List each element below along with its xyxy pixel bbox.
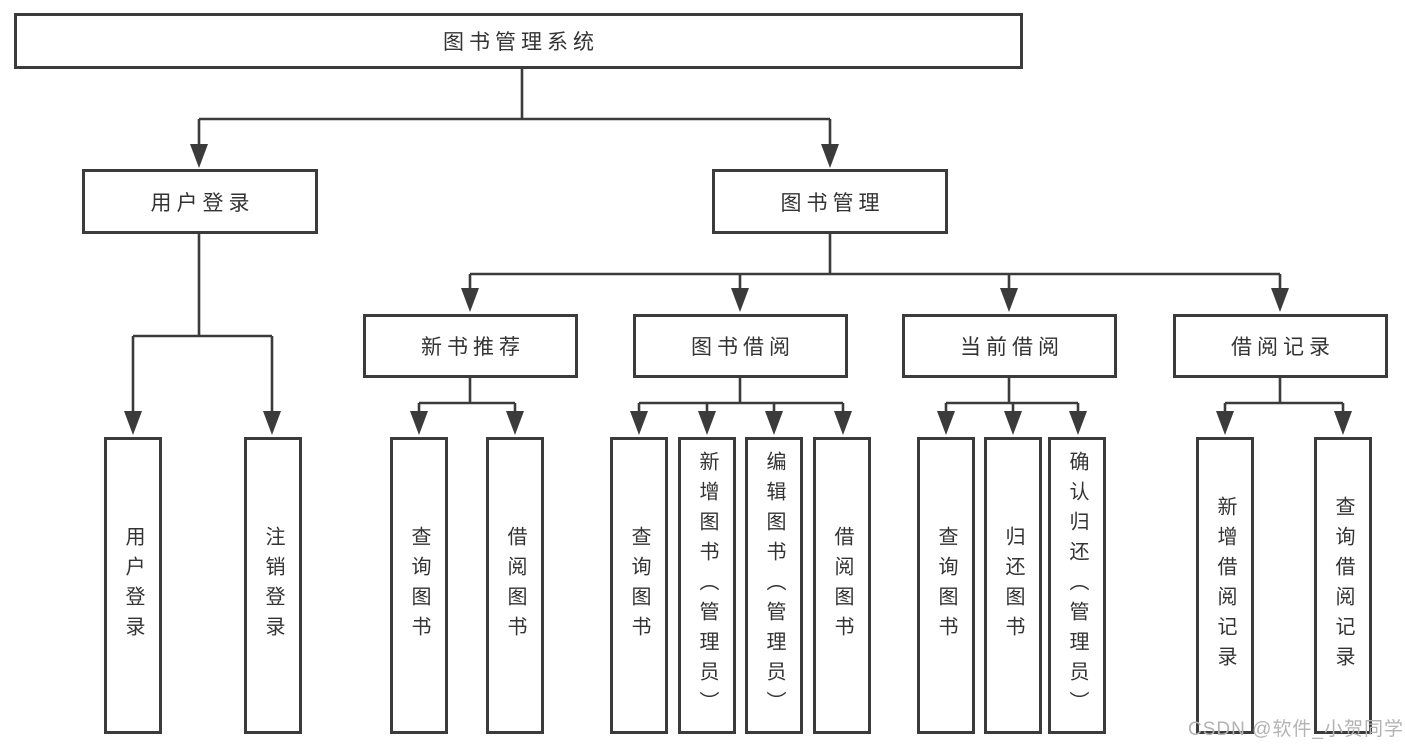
node-new-book-recommend: 新书推荐 xyxy=(363,314,578,378)
leaf-confirm-return-admin-label: 确认归还（管理员） xyxy=(1066,450,1088,721)
node-borrow-records: 借阅记录 xyxy=(1173,314,1388,378)
leaf-query-books-current: 查询图书 xyxy=(917,437,975,734)
leaf-edit-books-admin-label: 编辑图书（管理员） xyxy=(763,450,785,721)
leaf-add-borrow-record: 新增借阅记录 xyxy=(1196,437,1254,734)
leaf-add-borrow-record-label: 新增借阅记录 xyxy=(1214,495,1236,676)
leaf-query-books-borrowing: 查询图书 xyxy=(610,437,668,734)
leaf-logout: 注销登录 xyxy=(244,437,302,734)
leaf-return-books-label: 归还图书 xyxy=(1002,525,1024,646)
leaf-query-books-current-label: 查询图书 xyxy=(935,525,957,646)
leaf-borrow-books-recommend: 借阅图书 xyxy=(486,437,544,734)
leaf-confirm-return-admin: 确认归还（管理员） xyxy=(1048,437,1106,734)
node-current-borrowing: 当前借阅 xyxy=(902,314,1117,378)
leaf-query-borrow-record-label: 查询借阅记录 xyxy=(1332,495,1354,676)
leaf-add-books-admin-label: 新增图书（管理员） xyxy=(696,450,718,721)
node-book-borrowing: 图书借阅 xyxy=(633,314,848,378)
leaf-return-books: 归还图书 xyxy=(984,437,1042,734)
leaf-query-books-borrowing-label: 查询图书 xyxy=(628,525,650,646)
leaf-add-books-admin: 新增图书（管理员） xyxy=(678,437,736,734)
node-user-login: 用户登录 xyxy=(82,169,318,234)
leaf-edit-books-admin: 编辑图书（管理员） xyxy=(745,437,803,734)
leaf-borrow-books-borrowing: 借阅图书 xyxy=(813,437,871,734)
csdn-watermark: CSDN @软件_小贺同学 xyxy=(1188,719,1404,740)
leaf-query-books-recommend-label: 查询图书 xyxy=(408,525,430,646)
leaf-borrow-books-recommend-label: 借阅图书 xyxy=(504,525,526,646)
node-book-management: 图书管理 xyxy=(712,169,948,234)
leaf-user-login: 用户登录 xyxy=(104,437,162,734)
leaf-query-borrow-record: 查询借阅记录 xyxy=(1314,437,1372,734)
leaf-user-login-label: 用户登录 xyxy=(122,525,144,646)
node-library-system: 图书管理系统 xyxy=(14,13,1023,69)
leaf-query-books-recommend: 查询图书 xyxy=(390,437,448,734)
leaf-logout-label: 注销登录 xyxy=(262,525,284,646)
leaf-borrow-books-borrowing-label: 借阅图书 xyxy=(831,525,853,646)
